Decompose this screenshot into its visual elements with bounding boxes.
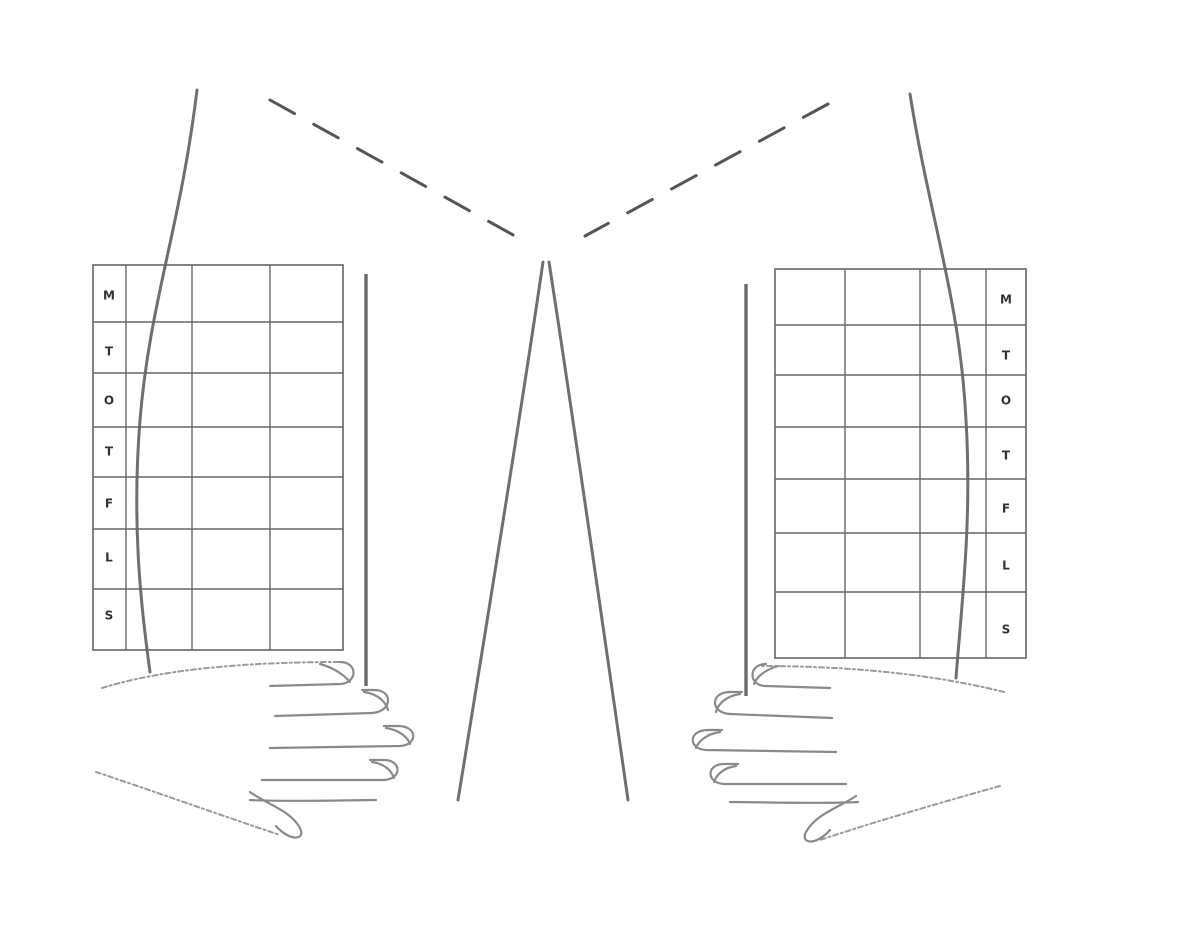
calendar-right: M T O T F L S xyxy=(774,268,1027,659)
right-finger-4 xyxy=(709,762,848,786)
left-body-contour xyxy=(135,88,199,674)
calendar-left-day-label: S xyxy=(105,609,114,623)
right-nail-2 xyxy=(714,692,742,714)
left-finger-1 xyxy=(268,660,355,688)
calendar-right-day-label: F xyxy=(1002,502,1010,516)
left-nail-3 xyxy=(384,726,412,746)
dashed-sight-lines xyxy=(268,98,830,238)
dashed-line-left xyxy=(268,98,517,238)
calendar-right-day-label: T xyxy=(1002,449,1011,463)
left-nail-1 xyxy=(318,662,352,684)
left-finger-2 xyxy=(273,688,390,718)
left-palm-edge xyxy=(248,798,378,802)
calendar-left-day-label: T xyxy=(105,345,114,359)
dashed-line-right xyxy=(583,102,830,238)
left-hand-icon xyxy=(95,660,415,839)
calendar-right-day-label: S xyxy=(1002,623,1011,637)
center-tent-shape xyxy=(456,260,630,802)
calendar-left-day-label: O xyxy=(104,394,114,408)
calendar-left-day-label: T xyxy=(105,445,114,459)
left-arm-lower xyxy=(95,771,281,836)
right-finger-2 xyxy=(713,690,834,720)
left-finger-4 xyxy=(260,758,399,782)
right-body-contour xyxy=(908,92,970,680)
calendar-left-day-label: L xyxy=(105,551,113,565)
calendar-right-day-label: O xyxy=(1001,394,1011,408)
left-thumb xyxy=(248,790,303,839)
calendar-left: M T O T F L S xyxy=(92,264,344,651)
calendar-right-day-label: L xyxy=(1002,559,1010,573)
right-thumb xyxy=(803,794,858,843)
right-hand-icon xyxy=(691,662,1005,843)
right-palm-edge xyxy=(728,800,860,804)
left-nail-4 xyxy=(370,760,396,780)
left-nail-2 xyxy=(362,690,390,712)
right-nail-4 xyxy=(712,764,738,784)
calendar-right-frame xyxy=(774,268,1027,659)
right-finger-1 xyxy=(751,662,832,690)
left-arm-upper xyxy=(101,661,341,689)
right-nail-1 xyxy=(752,664,780,686)
calendar-right-day-label: T xyxy=(1002,349,1011,363)
calendar-left-day-label: F xyxy=(105,497,113,511)
tent-left-outer xyxy=(456,260,545,802)
right-finger-3 xyxy=(691,728,838,754)
tent-right-outer xyxy=(547,260,630,802)
left-finger-3 xyxy=(268,724,415,750)
right-nail-3 xyxy=(694,730,722,750)
right-arm-upper xyxy=(759,665,1005,693)
calendar-left-frame xyxy=(92,264,344,651)
right-arm-lower xyxy=(819,785,1001,841)
calendar-right-day-label: M xyxy=(1000,293,1012,307)
calendar-left-day-label: M xyxy=(103,289,115,303)
